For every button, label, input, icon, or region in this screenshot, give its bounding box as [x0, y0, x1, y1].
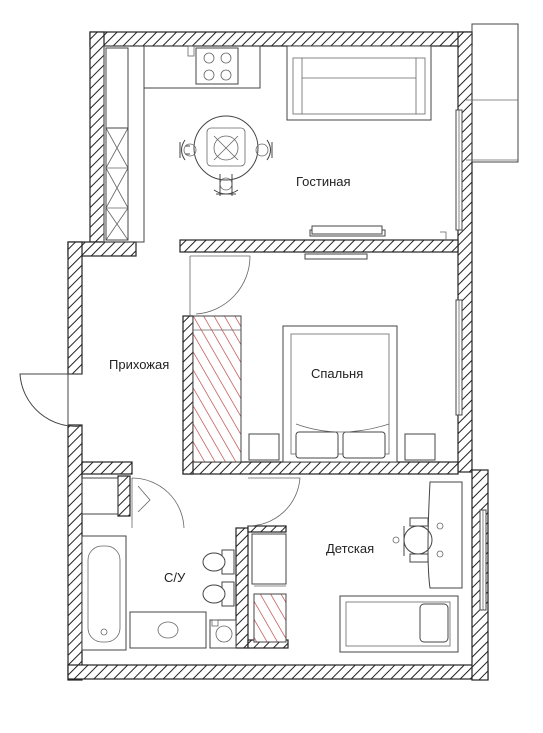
nightstand-icon	[248, 433, 280, 461]
walls	[67, 31, 489, 681]
desk-icon	[427, 481, 463, 589]
room-label-bedroom: Спальня	[311, 366, 363, 381]
hallway	[19, 255, 251, 427]
kitchen	[103, 45, 261, 243]
nightstand-icon	[404, 433, 436, 461]
bedroom	[192, 315, 436, 463]
stove-icon	[195, 47, 239, 85]
bathroom	[81, 477, 301, 651]
dining-table-icon	[179, 115, 273, 196]
kids-wardrobe-icon	[251, 533, 287, 643]
balcony	[466, 23, 519, 163]
sofa-icon	[286, 45, 432, 121]
double-bed-icon	[282, 325, 398, 463]
tv-icon	[311, 225, 383, 235]
toilet-icon	[202, 549, 235, 607]
sink-icon	[129, 611, 207, 649]
room-label-living: Гостиная	[296, 174, 351, 189]
room-label-bathroom: С/У	[164, 570, 186, 585]
room-label-hallway: Прихожая	[109, 357, 169, 372]
single-bed-icon	[339, 595, 459, 653]
wardrobe-icon	[192, 315, 242, 463]
office-chair-icon	[392, 517, 444, 563]
living-room	[179, 45, 447, 240]
bathtub-icon	[81, 535, 127, 651]
room-label-kids: Детская	[326, 541, 374, 556]
kids-room	[251, 481, 463, 653]
